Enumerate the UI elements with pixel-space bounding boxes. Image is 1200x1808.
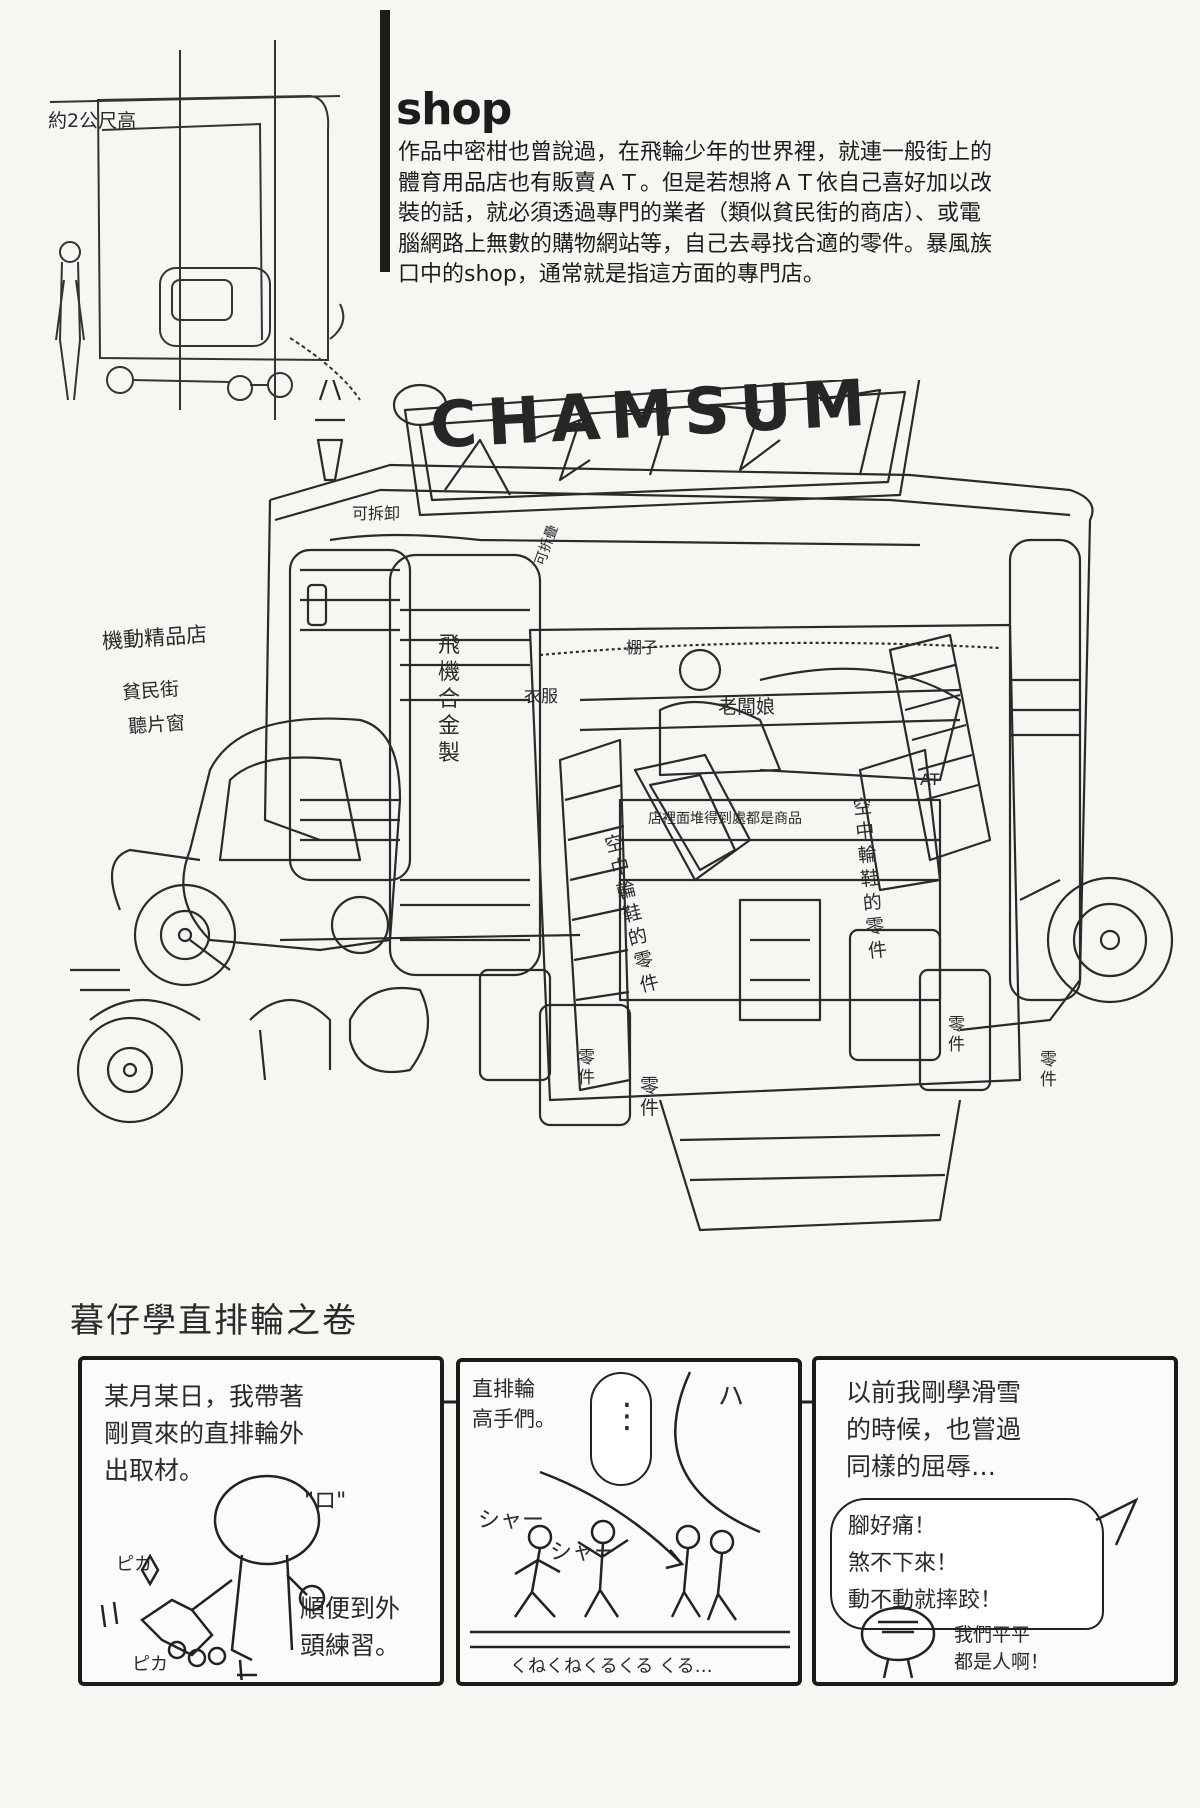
thumbnail-sketch xyxy=(49,40,361,420)
panel2-sha-1: シャー xyxy=(478,1508,545,1533)
bubble-line: 動不動就摔跤！ xyxy=(848,1588,1003,1613)
panel2-sfx: ハ xyxy=(718,1382,745,1412)
shop-description: 作品中密柑也曾說過，在飛輪少年的世界裡，就連一般街上的 體育用品店也有販賣ＡＴ。… xyxy=(398,138,1120,291)
panel1-side-caption: 順便到外 頭練習。 xyxy=(300,1594,401,1660)
desc-line: 腦網路上無數的購物網站等，自己去尋找合適的零件。暴風族 xyxy=(398,231,993,257)
label-awning: 棚子 xyxy=(626,638,659,657)
panel1-sfx-bottom: ピカ xyxy=(132,1654,168,1675)
label-at: AT xyxy=(920,770,940,789)
desc-line: 作品中密柑也曾說過，在飛輪少年的世界裡，就連一般街上的 xyxy=(398,140,993,165)
panel3-speech-bubble: 腳好痛！ 煞不下來！ 動不動就摔跤！ xyxy=(830,1498,1104,1630)
box-label: 零件 xyxy=(1040,1050,1057,1090)
label-shelf: 店裡面堆得到處都是商品 xyxy=(648,811,802,827)
desc-line: 裝的話，就必須透過專門的業者（類似貧民街的商店）、或電 xyxy=(398,201,982,226)
box-label: 零件 xyxy=(948,1015,965,1055)
panel2-drawing xyxy=(470,1371,790,1649)
panel3-bottom-caption: 我們平平 都是人啊！ xyxy=(954,1624,1050,1673)
desc-line: 體育用品店也有販賣ＡＴ。但是若想將ＡＴ依自己喜好加以改 xyxy=(398,170,993,196)
panel1-drawing xyxy=(100,1474,326,1680)
desc-line: 口中的shop，通常就是指這方面的專門店。 xyxy=(398,262,825,287)
height-note: 約2公尺高 xyxy=(48,110,137,132)
panel2-ground-sfx: くねくねくるくる くる… xyxy=(510,1656,713,1677)
label-removable: 可拆卸 xyxy=(352,504,401,523)
comic-panel-2: 直排輪 高手們。 ⋮ ハ シャー シャー くねくねくるくる くる… xyxy=(456,1358,802,1686)
bubble-line: 煞不下來！ xyxy=(848,1551,959,1576)
comic-panel-1: 某月某日，我帶著 剛買來的直排輪外 出取材。 "ロ" ピカ ピカ 順便到外 頭練… xyxy=(78,1356,444,1686)
box-label: 零件 xyxy=(578,1048,595,1088)
bubble-line: 腳好痛！ xyxy=(848,1514,937,1539)
panel1-caption: 某月某日，我帶著 剛買來的直排輪外 出取材。 xyxy=(104,1382,305,1485)
comic-panel-3: 以前我剛學滑雪 的時候，也嘗過 同樣的屈辱… 腳好痛！ 煞不下來！ 動不動就摔跤… xyxy=(812,1356,1178,1686)
panel3-caption: 以前我剛學滑雪 的時候，也嘗過 同樣的屈辱… xyxy=(846,1378,1022,1481)
panel2-caption: 直排輪 高手們。 xyxy=(472,1377,556,1431)
shop-truck-sketch xyxy=(70,380,1174,1232)
panel3-drawing xyxy=(860,1497,1139,1679)
panel2-speech-bubble: ⋮ xyxy=(590,1372,652,1486)
label-alloy: 飛機合金製 xyxy=(437,633,460,766)
header-divider-bar xyxy=(380,10,390,272)
side-note: 聽片窗 xyxy=(127,712,186,738)
label-clothes: 衣服 xyxy=(524,687,558,707)
panel2-sha-2: シャー xyxy=(550,1540,617,1565)
side-note: 貧民街 xyxy=(121,678,180,704)
box-label: 零件 xyxy=(640,1075,660,1119)
panel1-sfx-left: ピカ xyxy=(116,1554,152,1575)
comic-title: 暮仔學直排輪之卷 xyxy=(70,1301,358,1341)
shop-title: shop xyxy=(396,84,512,135)
label-owner: 老闆娘 xyxy=(718,696,776,718)
panel1-sfx-top: "ロ" xyxy=(304,1489,347,1514)
